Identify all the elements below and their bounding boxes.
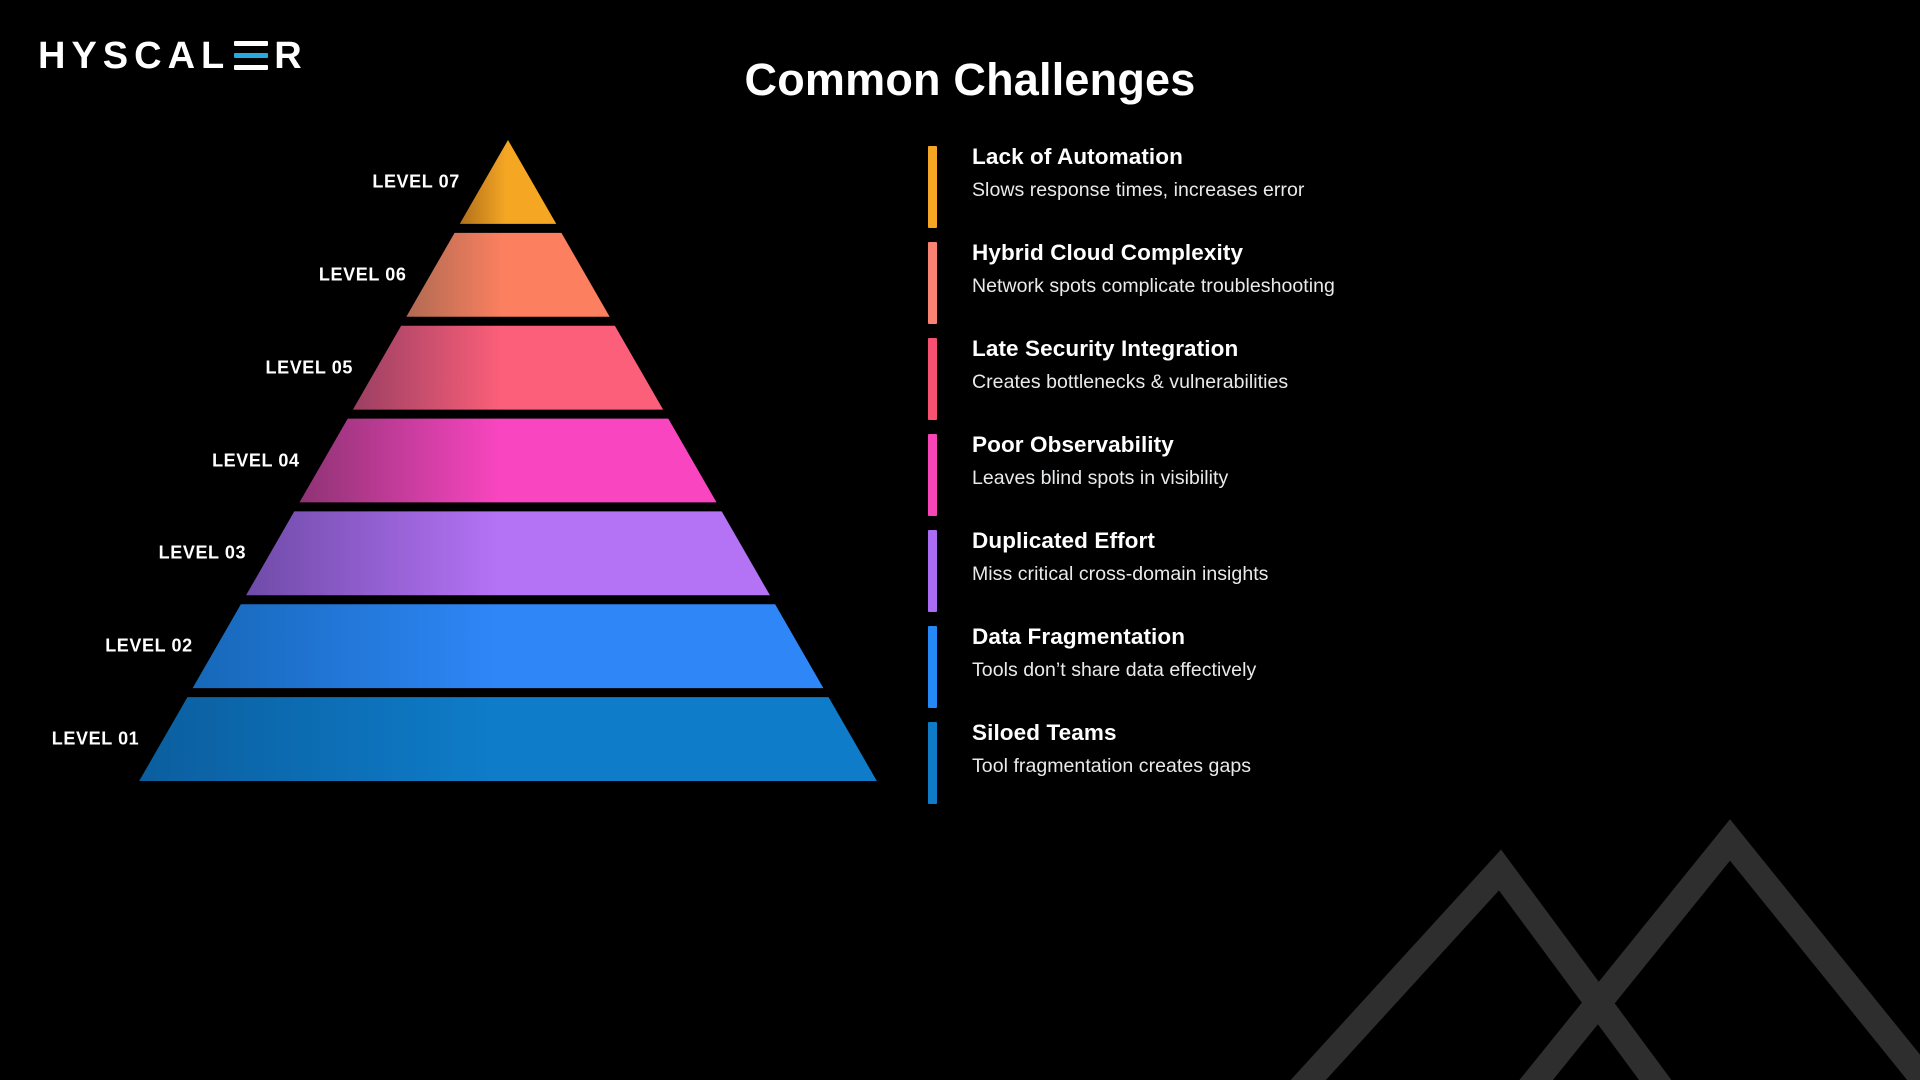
pyramid-level-level-02[interactable] [192, 604, 824, 689]
challenge-description: Creates bottlenecks & vulnerabilities [972, 371, 1289, 393]
challenge-description: Tools don’t share data effectively [972, 659, 1257, 681]
challenge-description: Slows response times, increases error [972, 179, 1305, 201]
challenge-title: Lack of Automation [972, 144, 1183, 169]
challenge-title: Siloed Teams [972, 720, 1117, 745]
challenge-description: Tool fragmentation creates gaps [972, 755, 1252, 777]
pyramid-label-level-07: LEVEL 07 [372, 171, 460, 192]
challenge-accent-bar [928, 338, 937, 420]
challenge-description: Miss critical cross-domain insights [972, 563, 1269, 585]
challenge-description: Leaves blind spots in visibility [972, 467, 1229, 489]
logo-e-glyph-icon [234, 37, 269, 75]
pyramid-level-level-05[interactable] [352, 325, 664, 410]
challenge-title: Duplicated Effort [972, 528, 1155, 553]
challenge-accent-bar [928, 530, 937, 612]
pyramid-label-level-05: LEVEL 05 [265, 357, 354, 378]
pyramid-label-level-04: LEVEL 04 [212, 450, 300, 470]
challenge-accent-bar [928, 722, 937, 804]
page-title: Common Challenges [744, 54, 1196, 105]
challenge-title: Hybrid Cloud Complexity [972, 240, 1244, 265]
brand-logo[interactable]: HYSCAL R [38, 34, 308, 78]
challenge-title: Data Fragmentation [972, 624, 1186, 649]
challenge-title: Poor Observability [972, 432, 1174, 457]
challenge-description: Network spots complicate troubleshooting [972, 275, 1335, 297]
challenge-accent-bar [928, 626, 937, 708]
brand-logo-suffix: R [274, 35, 308, 77]
pyramid-svg [139, 140, 877, 781]
pyramid-label-level-06: LEVEL 06 [318, 264, 407, 285]
pyramid-label-level-01: LEVEL 01 [51, 728, 140, 749]
pyramid-level-level-01[interactable] [139, 697, 877, 781]
pyramid-level-level-03[interactable] [246, 511, 770, 596]
pyramid-chart: LEVEL 07 LEVEL 06 LEVEL 05 LEVEL 04 LEVEL 03… [0, 130, 920, 810]
challenge-accent-bar [928, 146, 937, 228]
brand-logo-text: HYSCAL [38, 35, 231, 77]
challenge-title: Late Security Integration [972, 336, 1239, 361]
pyramid-level-level-04[interactable] [299, 418, 717, 503]
pyramid-level-level-06[interactable] [406, 232, 610, 317]
pyramid-level-level-07[interactable] [459, 140, 557, 224]
pyramid-label-level-02: LEVEL 02 [105, 635, 193, 656]
pyramid-label-level-03: LEVEL 03 [158, 542, 247, 563]
challenge-accent-bar [928, 242, 937, 324]
challenge-accent-bar [928, 434, 937, 516]
